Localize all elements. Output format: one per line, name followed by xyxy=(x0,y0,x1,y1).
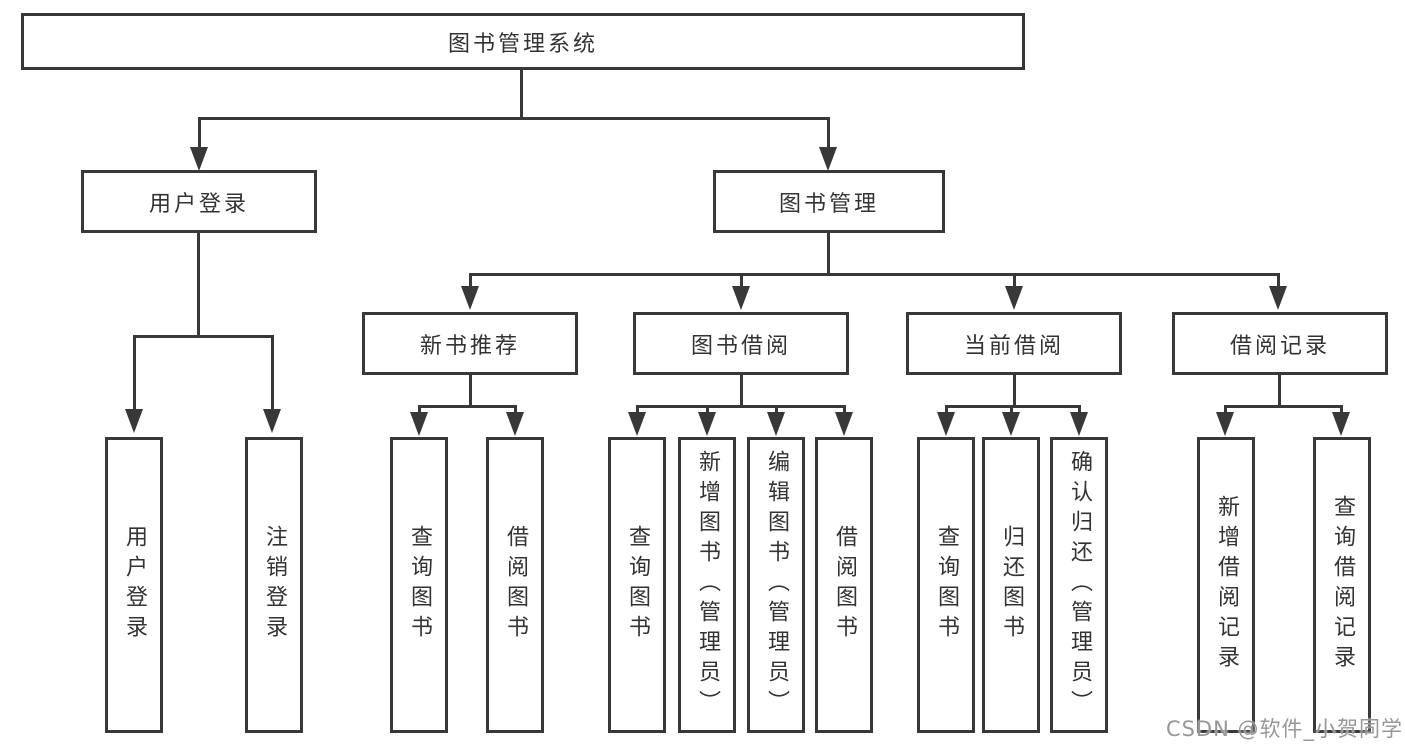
node-user-login-leaf: 用户登录 xyxy=(105,437,163,733)
connector-drop-book-borrowing xyxy=(740,273,743,288)
node-label: 新增图书（管理员） xyxy=(695,450,720,720)
connector-book-borrowing-stem xyxy=(740,375,743,407)
connector-drop xyxy=(1340,405,1343,415)
node-label: 查询借阅记录 xyxy=(1330,495,1355,675)
connector-drop xyxy=(636,405,639,415)
node-edit-books-admin: 编辑图书（管理员） xyxy=(747,437,805,733)
node-add-borrow-record: 新增借阅记录 xyxy=(1197,437,1255,733)
connector-user-login-stem xyxy=(197,233,200,335)
node-label: 确认归还（管理员） xyxy=(1067,450,1092,720)
arrowhead-down-icon xyxy=(628,412,646,436)
connector-drop xyxy=(706,405,709,415)
arrowhead-down-icon xyxy=(1005,286,1023,310)
node-label: 图书管理系统 xyxy=(447,31,598,57)
node-user-login: 用户登录 xyxy=(81,170,317,233)
arrowhead-down-icon xyxy=(190,147,208,171)
connector-drop-borrowing-records xyxy=(1277,273,1280,288)
node-label: 借阅图书 xyxy=(832,525,857,645)
connector-drop xyxy=(1010,405,1013,415)
arrowhead-down-icon xyxy=(1269,286,1287,310)
arrowhead-down-icon xyxy=(125,409,143,433)
node-label: 归还图书 xyxy=(999,525,1024,645)
node-add-books-admin: 新增图书（管理员） xyxy=(678,437,736,733)
node-borrow-books-borrowing: 借阅图书 xyxy=(815,437,873,733)
connector-drop xyxy=(843,405,846,415)
connector-book-management-branch xyxy=(469,273,1280,276)
csdn-watermark: CSDN @软件_小贺同学 xyxy=(1165,717,1403,741)
node-current-borrowing: 当前借阅 xyxy=(906,312,1122,375)
node-borrow-books-recommend: 借阅图书 xyxy=(486,437,544,733)
node-label: 查询图书 xyxy=(407,525,432,645)
node-library-management-system: 图书管理系统 xyxy=(21,13,1025,70)
node-logout: 注销登录 xyxy=(245,437,303,733)
node-label: 图书借阅 xyxy=(690,333,791,359)
node-label: 借阅图书 xyxy=(503,525,528,645)
arrowhead-down-icon xyxy=(1216,412,1234,436)
connector-drop xyxy=(1078,405,1081,415)
connector-drop-user-login xyxy=(198,117,201,149)
arrowhead-down-icon xyxy=(461,286,479,310)
arrowhead-down-icon xyxy=(819,147,837,171)
connector-drop-new-book xyxy=(469,273,472,288)
connector-drop xyxy=(514,405,517,415)
connector-new-book-branch xyxy=(418,405,517,408)
connector-book-borrowing-branch xyxy=(636,405,846,408)
arrowhead-down-icon xyxy=(1070,412,1088,436)
arrowhead-down-icon xyxy=(698,412,716,436)
connector-drop xyxy=(945,405,948,415)
connector-drop xyxy=(1224,405,1227,415)
node-label: 用户登录 xyxy=(148,191,249,217)
connector-root-stem xyxy=(520,70,523,117)
connector-borrowing-records-stem xyxy=(1278,375,1281,407)
connector-drop-logout-leaf xyxy=(271,335,274,411)
node-label: 查询图书 xyxy=(625,525,650,645)
node-query-books-borrowing: 查询图书 xyxy=(608,437,666,733)
connector-drop xyxy=(775,405,778,415)
node-label: 图书管理 xyxy=(778,191,879,217)
node-label: 注销登录 xyxy=(262,525,287,645)
connector-drop xyxy=(418,405,421,415)
node-label: 借阅记录 xyxy=(1229,333,1330,359)
arrowhead-down-icon xyxy=(1332,412,1350,436)
node-book-management: 图书管理 xyxy=(713,170,945,233)
node-label: 用户登录 xyxy=(122,525,147,645)
node-confirm-return-admin: 确认归还（管理员） xyxy=(1050,437,1108,733)
connector-user-login-branch xyxy=(133,335,274,338)
arrowhead-down-icon xyxy=(732,286,750,310)
connector-drop-current-borrowing xyxy=(1013,273,1016,288)
connector-root-branch xyxy=(198,117,830,120)
node-label: 查询图书 xyxy=(934,525,959,645)
arrowhead-down-icon xyxy=(937,412,955,436)
connector-borrowing-records-branch xyxy=(1224,405,1342,408)
node-book-borrowing: 图书借阅 xyxy=(633,312,849,375)
node-query-borrow-record: 查询借阅记录 xyxy=(1313,437,1371,733)
connector-new-book-stem xyxy=(469,375,472,407)
node-borrowing-records: 借阅记录 xyxy=(1172,312,1388,375)
arrowhead-down-icon xyxy=(835,412,853,436)
node-label: 新书推荐 xyxy=(419,333,520,359)
arrowhead-down-icon xyxy=(410,412,428,436)
node-label: 新增借阅记录 xyxy=(1214,495,1239,675)
node-query-books-current: 查询图书 xyxy=(917,437,975,733)
connector-drop-book-management xyxy=(827,117,830,149)
node-return-books: 归还图书 xyxy=(982,437,1040,733)
arrowhead-down-icon xyxy=(263,409,281,433)
node-query-books-recommend: 查询图书 xyxy=(390,437,448,733)
arrowhead-down-icon xyxy=(1002,412,1020,436)
node-new-book-recommendation: 新书推荐 xyxy=(362,312,578,375)
arrowhead-down-icon xyxy=(506,412,524,436)
node-label: 当前借阅 xyxy=(963,333,1064,359)
connector-current-borrowing-stem xyxy=(1013,375,1016,407)
arrowhead-down-icon xyxy=(767,412,785,436)
node-label: 编辑图书（管理员） xyxy=(764,450,789,720)
connector-book-management-stem xyxy=(827,233,830,275)
connector-drop-login-leaf xyxy=(133,335,136,411)
